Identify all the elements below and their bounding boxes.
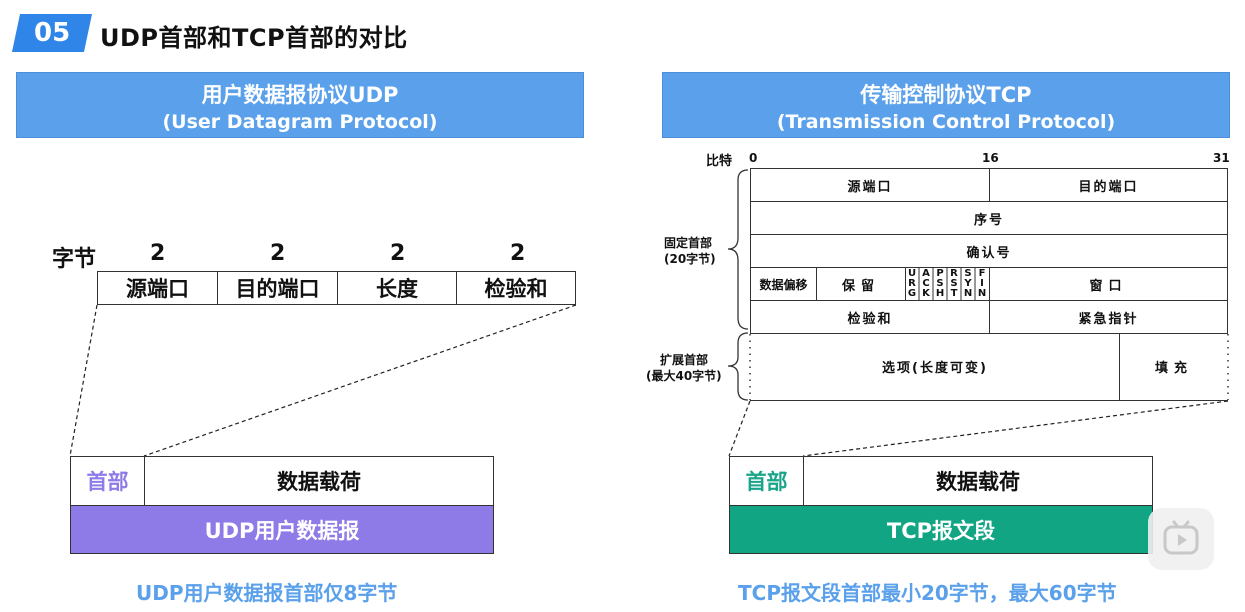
tcp-bit-tick-31: 31 [1213,151,1230,165]
tcp-ext-header-size: (最大40字节) [646,369,722,383]
page-title: UDP首部和TCP首部的对比 [100,24,408,52]
udp-byte-count-4: 2 [510,241,526,266]
udp-field-checksum: 检验和 [456,271,576,305]
udp-header-box: 首部 [70,456,145,506]
udp-field-dest-port: 目的端口 [217,271,338,305]
udp-banner-subtitle: (User Datagram Protocol) [162,111,438,133]
tcp-payload-box: 数据载荷 [803,456,1153,506]
udp-footer-note: UDP用户数据报首部仅8字节 [136,581,398,605]
udp-field-length: 长度 [337,271,457,305]
tcp-field-ack-number: 确认号 [750,234,1228,268]
tcp-field-padding: 填充 [1154,361,1193,376]
tcp-fixed-header-size: (20字节) [664,252,716,266]
udp-banner: 用户数据报协议UDP (User Datagram Protocol) [16,72,584,138]
udp-datagram-bar: UDP用户数据报 [70,505,494,554]
tcp-banner-title: 传输控制协议TCP [860,83,1032,107]
udp-byte-count-2: 2 [270,241,286,266]
tcp-field-options: 选项(长度可变) [882,361,988,376]
tcp-field-source-port: 源端口 [750,168,990,202]
tcp-segment-bar: TCP报文段 [729,505,1153,554]
tcp-options-row [750,333,1228,401]
udp-byte-count-3: 2 [390,241,406,266]
tcp-field-reserved: 保留 [816,267,906,301]
tcp-banner: 传输控制协议TCP (Transmission Control Protocol… [662,72,1230,138]
tcp-banner-subtitle: (Transmission Control Protocol) [776,111,1116,133]
tcp-bit-tick-16: 16 [982,151,999,165]
tcp-field-window: 窗口 [989,267,1228,301]
tcp-flag-syn: SYN [963,268,973,299]
udp-byte-count-1: 2 [150,241,166,266]
tcp-footer-note: TCP报文段首部最小20字节，最大60字节 [738,581,1117,605]
tcp-field-sequence-number: 序号 [750,201,1228,235]
udp-bytes-label: 字节 [52,247,97,272]
tcp-flag-psh: PSH [935,268,945,299]
tcp-field-flags: URG ACK PSH RST SYN FIN [905,267,990,301]
tcp-field-data-offset: 数据偏移 [750,267,817,301]
play-icon [1163,520,1199,555]
video-play-button[interactable] [1148,508,1214,570]
udp-banner-title: 用户数据报协议UDP [201,83,399,107]
tcp-ext-header-label: 扩展首部 [660,353,709,367]
tcp-field-dest-port: 目的端口 [989,168,1228,202]
udp-payload-box: 数据载荷 [144,456,494,506]
tcp-options-divider [1119,333,1120,400]
tcp-flag-urg: URG [907,268,917,299]
tcp-fixed-header-label: 固定首部 [664,236,713,250]
tcp-header-box: 首部 [729,456,804,506]
tcp-bit-tick-0: 0 [749,151,758,165]
tcp-field-checksum: 检验和 [750,300,990,334]
tcp-flag-fin: FIN [977,268,987,299]
tcp-flag-ack: ACK [922,268,930,299]
udp-field-source-port: 源端口 [97,271,218,305]
tcp-flag-rst: RST [950,268,958,299]
tcp-bits-label: 比特 [706,154,733,169]
tcp-flag-dividers [918,268,976,300]
tcp-field-urgent-pointer: 紧急指针 [989,300,1228,334]
